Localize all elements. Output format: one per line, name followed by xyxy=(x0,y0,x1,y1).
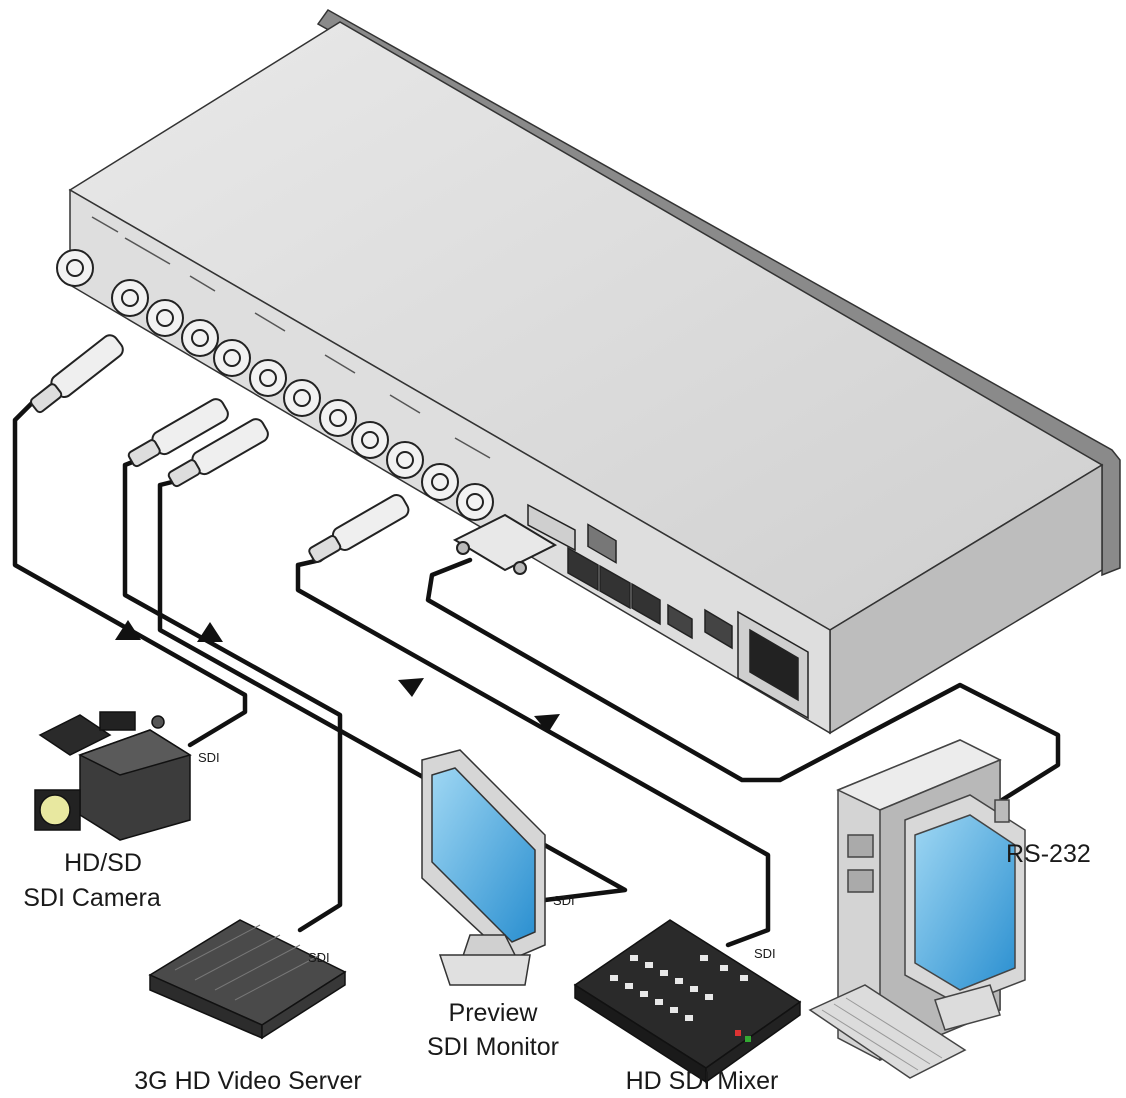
bnc-connector-3 xyxy=(146,299,184,337)
mixer-icon xyxy=(573,919,802,1084)
video-server-icon xyxy=(148,919,347,1040)
db9-plug xyxy=(452,513,558,575)
bnc-connector-11 xyxy=(421,463,459,501)
bnc-connector-6 xyxy=(249,359,287,397)
camera-icon xyxy=(34,711,192,841)
bnc-plug-preview xyxy=(167,418,269,488)
bnc-plug-camera xyxy=(30,334,124,414)
pc-icon xyxy=(808,739,1026,1079)
mixer-port-label: SDI xyxy=(754,946,776,961)
arrow-camera-up xyxy=(115,620,141,640)
bnc-connector-2 xyxy=(111,279,149,317)
camera-port-label: SDI xyxy=(198,750,220,765)
arrow-mixer-down xyxy=(534,714,560,733)
terminal-block-1 xyxy=(567,546,599,592)
cable-rs232 xyxy=(425,557,1061,803)
preview-monitor-label-line1: Preview xyxy=(449,999,539,1027)
bnc-connector-10 xyxy=(386,441,424,479)
small-terminal xyxy=(667,603,693,640)
bnc-plug-server xyxy=(127,398,229,468)
cable-video-server xyxy=(122,437,343,933)
monitor-icon xyxy=(421,749,546,986)
camera-label-line2: SDI Camera xyxy=(23,884,161,912)
mixer-label: HD SDI Mixer xyxy=(626,1067,779,1095)
bnc-connector-8 xyxy=(319,399,357,437)
bnc-connector-4 xyxy=(181,319,219,357)
video-server-port-label: SDI xyxy=(308,950,330,965)
flow-arrows xyxy=(115,620,560,733)
ethernet-port xyxy=(587,523,617,564)
bnc-connector-5 xyxy=(213,339,251,377)
preview-monitor-label-line2: SDI Monitor xyxy=(427,1033,559,1061)
camera-label-line1: HD/SD xyxy=(64,849,142,877)
bnc-plugs xyxy=(30,334,558,575)
bnc-connector-7 xyxy=(283,379,321,417)
terminal-block-3 xyxy=(631,582,661,626)
video-server-label: 3G HD Video Server xyxy=(134,1067,361,1095)
power-socket xyxy=(737,610,809,720)
rs232-port xyxy=(527,503,576,552)
arrow-preview-down xyxy=(398,678,424,697)
preview-monitor-port-label: SDI xyxy=(553,893,575,908)
rs232-label: RS-232 xyxy=(1006,840,1091,868)
dip-switch xyxy=(704,608,733,650)
bnc-plug-mixer xyxy=(308,494,410,563)
terminal-block-2 xyxy=(599,564,631,610)
bnc-connector-12 xyxy=(456,483,494,521)
bnc-connector-9 xyxy=(351,421,389,459)
bnc-connector-1 xyxy=(56,249,94,287)
arrow-server-up xyxy=(197,622,223,642)
panel-ports xyxy=(527,503,809,720)
bnc-connectors xyxy=(56,249,494,521)
